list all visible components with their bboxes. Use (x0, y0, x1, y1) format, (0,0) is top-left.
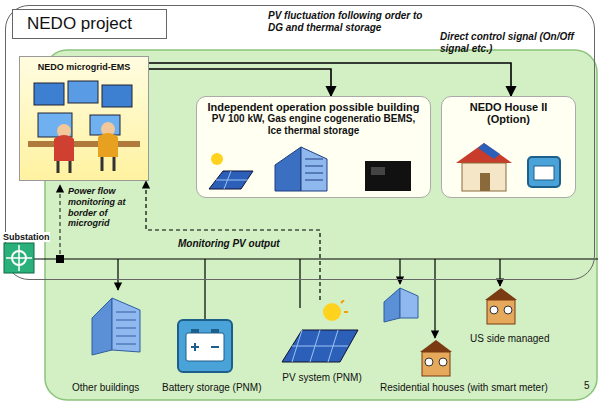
pv-system: PV system (PNM) (270, 300, 374, 395)
battery-storage-icon (186, 333, 224, 361)
battery-storage-icon (178, 320, 232, 372)
pv-system (282, 330, 358, 362)
smart-meter-house-icon (504, 306, 512, 314)
pv-system (323, 303, 341, 321)
other-buildings-icon (92, 298, 140, 355)
smart-meter-house-icon (439, 358, 447, 366)
building-box (301, 147, 327, 191)
pv-system (332, 300, 348, 312)
signal-connector (149, 69, 331, 96)
power-flow-monitor-line (59, 185, 60, 254)
edge-label: Monitoring PV output (178, 238, 296, 250)
page-number: 5 (584, 380, 596, 391)
ems-box (90, 115, 120, 135)
residential-building-icon (400, 288, 418, 318)
smart-meter-house-icon (422, 352, 450, 376)
node-title: PV system (PNM) (270, 372, 374, 383)
building-box: Independent operation possible buildingP… (196, 96, 431, 198)
building-box (205, 145, 425, 195)
ems-box (102, 85, 132, 107)
bus-wiring (499, 259, 500, 286)
pv-system (278, 300, 362, 366)
microgrid-region (45, 50, 597, 400)
node-body: PV 100 kW, Gas engine cogeneratio BEMS, … (205, 113, 422, 137)
smart-meter-house-icon (420, 288, 517, 376)
node-title: Substation (3, 232, 50, 242)
ems-box (54, 135, 74, 161)
caption-label: Residential houses (with smart meter) (380, 382, 580, 393)
smart-meter-house-icon (425, 358, 433, 366)
smart-meter-house-icon (487, 300, 515, 324)
battery-storage-icon (191, 329, 199, 333)
node-title: Independent operation possible building (205, 101, 422, 113)
house-box: NEDO House II (Option) (441, 96, 576, 198)
ems-box (98, 133, 118, 157)
signal-connector (149, 63, 511, 96)
node-title: NEDO project (12, 9, 167, 39)
residential-building-icon (384, 288, 418, 322)
smart-meter-house-icon (490, 306, 498, 314)
node-title: NEDO House II (Option) (448, 101, 569, 125)
house-box (480, 173, 490, 191)
edge-label: PV fluctuation following order to DG and… (268, 10, 438, 34)
house-box (456, 143, 512, 163)
ems-box: NEDO microgrid-EMS (19, 56, 149, 181)
building-box (305, 159, 323, 180)
house-box (534, 166, 554, 180)
bus-wiring (399, 259, 400, 284)
smart-meter-house-icon (485, 288, 517, 300)
junction-square (56, 255, 64, 263)
house-box (462, 163, 506, 191)
building-box (371, 167, 385, 175)
ems-box (58, 161, 70, 173)
caption-label: Battery storage (PNM) (162, 382, 272, 393)
building-box (275, 147, 301, 191)
building-box (216, 171, 248, 189)
bus-wiring (434, 259, 435, 338)
smart-meter-house-icon (420, 340, 452, 352)
pv-system (292, 330, 348, 362)
house-box (454, 139, 569, 194)
building-box (365, 161, 411, 191)
bus-wiring (117, 259, 118, 290)
ems-box (102, 157, 114, 171)
building-box (211, 153, 223, 165)
bus-wiring (299, 259, 300, 308)
bus-wiring (204, 259, 205, 320)
residential-building-icon (384, 288, 400, 322)
substation (6, 245, 32, 271)
ems-box (28, 79, 140, 174)
ems-box (38, 113, 72, 137)
house-box (478, 143, 500, 159)
caption-label: US side managed (470, 333, 570, 344)
building-box (209, 171, 253, 189)
node-title: NEDO microgrid-EMS (20, 57, 148, 72)
project-boundary: NEDO projectNEDO microgrid-EMS Independen… (5, 5, 595, 280)
caption-label: Other buildings (72, 382, 162, 393)
other-buildings-icon (116, 312, 136, 344)
ems-box (28, 141, 140, 147)
signal-connector (146, 181, 320, 300)
battery-storage-icon (178, 320, 232, 372)
substation (3, 242, 35, 274)
battery-storage-icon (211, 329, 219, 333)
ems-box (68, 81, 98, 103)
battery-storage-icon (191, 343, 219, 351)
caption-label: Power flow monitoring at border of micro… (68, 186, 140, 229)
edge-label: Direct control signal (On/Off signal etc… (440, 31, 590, 55)
ems-box (34, 83, 64, 105)
other-buildings-icon (92, 298, 112, 355)
other-buildings-icon (112, 298, 140, 352)
house-box (528, 157, 560, 187)
substation (4, 243, 34, 273)
substation: Substation (3, 226, 57, 276)
